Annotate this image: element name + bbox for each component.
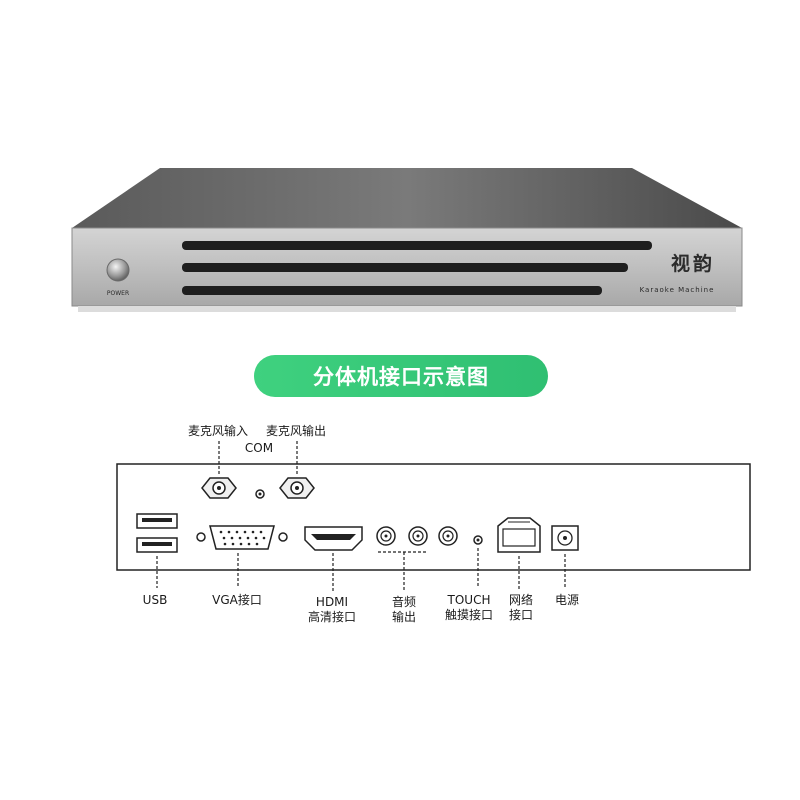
label-touch-2: 触摸接口 xyxy=(445,607,493,622)
label-net-2: 接口 xyxy=(509,607,533,622)
label-mic-out: 麦克风输出 xyxy=(266,423,326,438)
com-port[interactable] xyxy=(255,489,265,499)
label-com: COM xyxy=(245,441,273,455)
label-power: 电源 xyxy=(555,593,579,607)
hdmi-port[interactable] xyxy=(304,526,363,551)
label-mic-in: 麦克风输入 xyxy=(188,423,248,438)
label-audio-1: 音频 xyxy=(392,594,416,609)
label-audio-2: 输出 xyxy=(392,609,416,624)
rear-panel xyxy=(116,463,751,571)
banner-pill xyxy=(254,355,548,397)
label-hdmi-1: HDMI xyxy=(316,595,348,609)
vent-slot-2 xyxy=(182,263,628,272)
usb-ports[interactable] xyxy=(136,513,178,553)
banner-title: 分体机接口示意图 xyxy=(313,365,489,389)
power-label: POWER xyxy=(107,290,129,297)
brand-logo: 视韵 xyxy=(671,252,715,275)
label-touch-1: TOUCH xyxy=(447,593,491,607)
label-vga: VGA接口 xyxy=(212,592,262,607)
mic-input-port[interactable] xyxy=(201,477,237,499)
audio-output-ports[interactable] xyxy=(376,526,458,546)
device-subtitle: Karaoke Machine xyxy=(640,286,715,294)
device-top-panel xyxy=(72,168,742,228)
label-usb: USB xyxy=(143,593,168,607)
network-port[interactable] xyxy=(497,517,541,553)
label-hdmi-2: 高清接口 xyxy=(308,609,356,624)
vent-slot-1 xyxy=(182,241,652,250)
touch-port[interactable] xyxy=(473,535,483,545)
title-banner: 分体机接口示意图 xyxy=(254,355,548,397)
port-labels: 麦克风输入 COM 麦克风输出 USB VGA接口 HDMI 高清接口 音频 输… xyxy=(143,423,579,624)
leader-lines xyxy=(156,441,566,592)
karaoke-device: POWER 视韵 Karaoke Machine xyxy=(71,168,743,312)
vga-port[interactable] xyxy=(196,525,288,550)
label-net-1: 网络 xyxy=(509,592,533,607)
device-shadow xyxy=(78,306,736,312)
mic-output-port[interactable] xyxy=(279,477,315,499)
vent-slot-3 xyxy=(182,286,602,295)
power-button[interactable] xyxy=(106,258,130,282)
power-port[interactable] xyxy=(551,525,579,551)
